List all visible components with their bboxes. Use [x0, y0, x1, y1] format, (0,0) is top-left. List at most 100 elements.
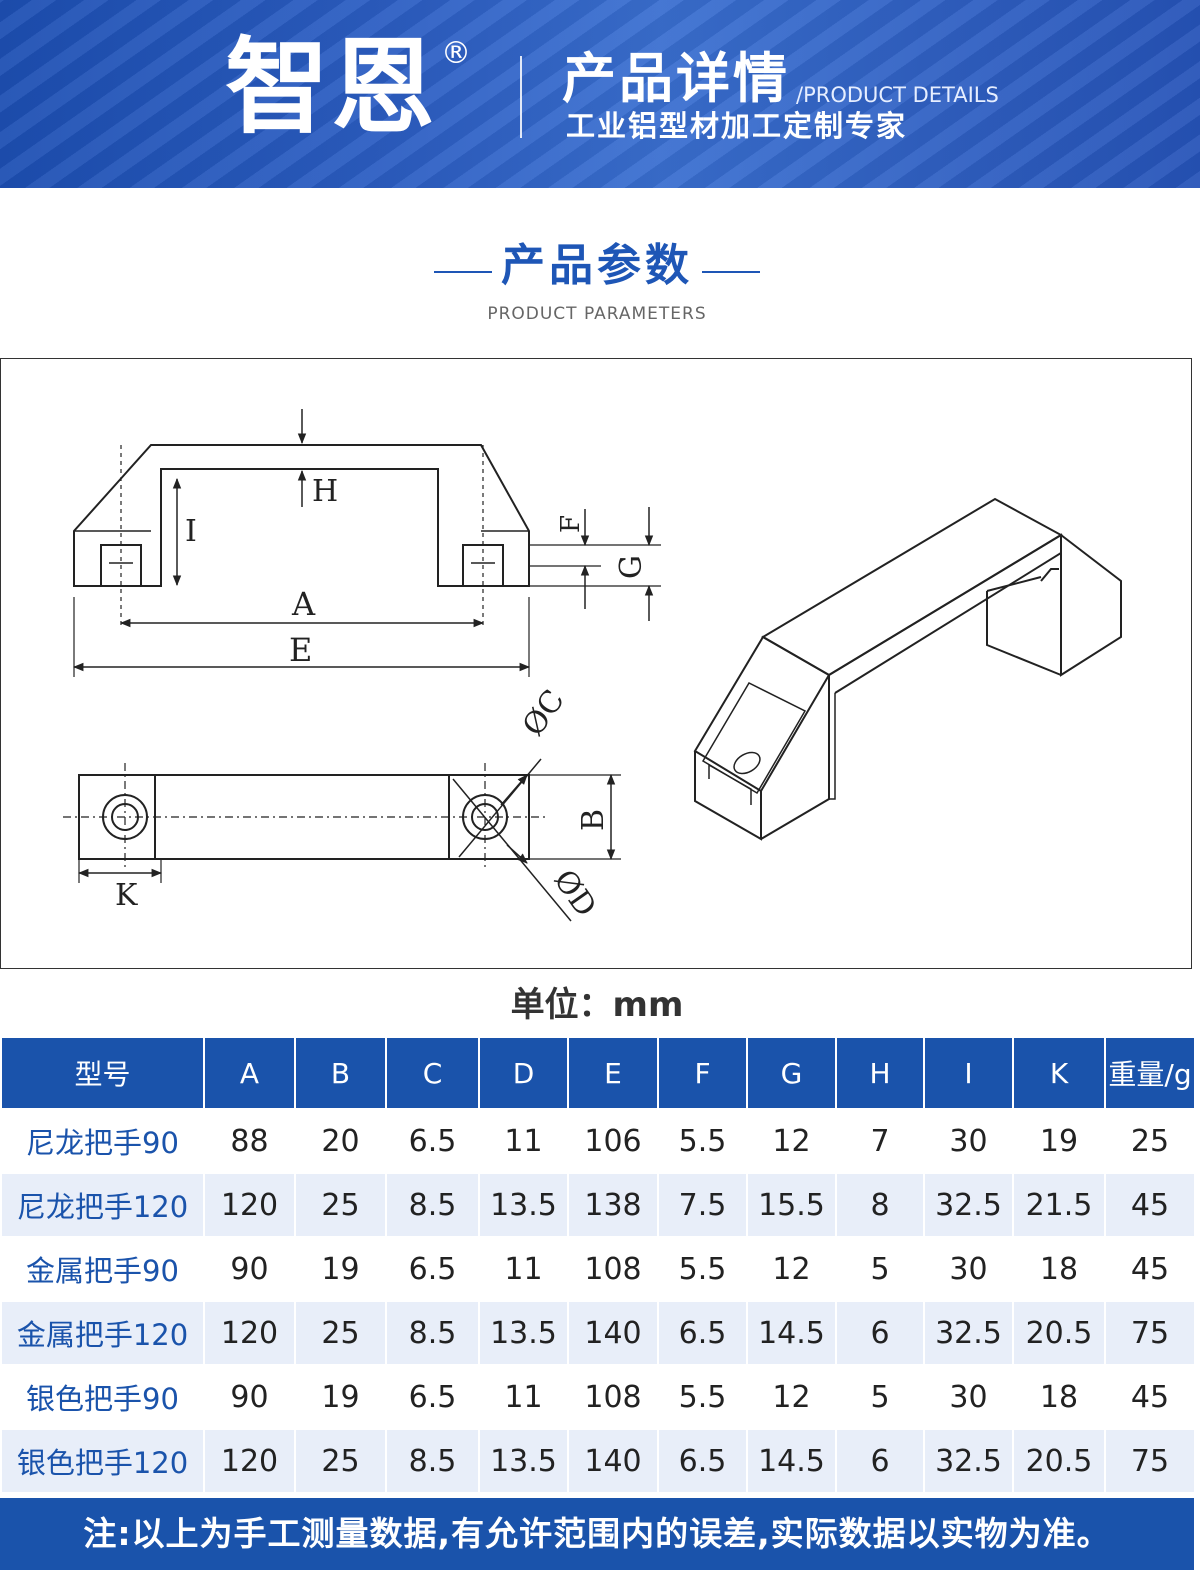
label-g: G — [614, 555, 649, 579]
cell-model: 银色把手120 — [0, 1428, 205, 1494]
cell: 5 — [835, 1364, 925, 1430]
cell: 5.5 — [657, 1364, 748, 1430]
table-row: 金属把手90 90 19 6.5 11 108 5.5 12 5 30 18 4… — [0, 1236, 1196, 1302]
cell-model: 银色把手90 — [0, 1364, 205, 1430]
section-title: 产品参数 — [501, 240, 693, 291]
cell: 20.5 — [1012, 1428, 1106, 1494]
cell: 20 — [294, 1108, 387, 1174]
cell: 14.5 — [746, 1300, 837, 1366]
cell: 120 — [203, 1428, 296, 1494]
brand-logo-text: 智恩 — [225, 26, 438, 148]
cell: 13.5 — [478, 1172, 569, 1238]
cell: 25 — [294, 1172, 387, 1238]
cell: 106 — [567, 1108, 659, 1174]
header-weight: 重量/g — [1104, 1036, 1196, 1110]
heading-line-right — [702, 271, 760, 273]
header-i: I — [923, 1036, 1014, 1110]
cell: 13.5 — [478, 1428, 569, 1494]
cell-model: 金属把手120 — [0, 1300, 205, 1366]
header-k: K — [1012, 1036, 1106, 1110]
label-e: E — [289, 631, 312, 669]
cell-model: 金属把手90 — [0, 1236, 205, 1302]
cell: 140 — [567, 1428, 659, 1494]
cell: 90 — [203, 1364, 296, 1430]
cell: 15.5 — [746, 1172, 837, 1238]
cell: 12 — [746, 1108, 837, 1174]
section-subtitle: PRODUCT PARAMETERS — [487, 304, 707, 324]
table-row: 银色把手90 90 19 6.5 11 108 5.5 12 5 30 18 4… — [0, 1364, 1196, 1430]
cell: 32.5 — [923, 1300, 1014, 1366]
label-c: ØC — [516, 684, 572, 743]
cell: 11 — [478, 1108, 569, 1174]
cell: 11 — [478, 1236, 569, 1302]
label-i: I — [185, 514, 197, 549]
label-d: ØD — [546, 864, 603, 924]
cell: 14.5 — [746, 1428, 837, 1494]
cell: 19 — [1012, 1108, 1106, 1174]
technical-drawing: H I A E F G — [0, 358, 1192, 969]
cell: 6.5 — [657, 1300, 748, 1366]
cell: 140 — [567, 1300, 659, 1366]
cell: 25 — [294, 1300, 387, 1366]
cell: 138 — [567, 1172, 659, 1238]
cell: 21.5 — [1012, 1172, 1106, 1238]
cell: 75 — [1104, 1300, 1196, 1366]
label-k: K — [115, 878, 138, 913]
cell: 8.5 — [385, 1172, 480, 1238]
header-model: 型号 — [0, 1036, 205, 1110]
cell: 45 — [1104, 1364, 1196, 1430]
cell: 45 — [1104, 1236, 1196, 1302]
cell: 6.5 — [385, 1364, 480, 1430]
footer-note: 注:以上为手工测量数据,有允许范围内的误差,实际数据以实物为准。 — [0, 1498, 1194, 1570]
spec-table: 型号 A B C D E F G H I K 重量/g 尼龙把手90 88 20… — [0, 1036, 1196, 1494]
cell: 8.5 — [385, 1428, 480, 1494]
unit-label: 单位：mm — [510, 985, 684, 1025]
cell: 7.5 — [657, 1172, 748, 1238]
header-a: A — [203, 1036, 296, 1110]
header-f: F — [657, 1036, 748, 1110]
cell: 7 — [835, 1108, 925, 1174]
header-banner: 智恩 ® 产品详情 /PRODUCT DETAILS 工业铝型材加工定制专家 — [0, 0, 1200, 188]
registered-mark: ® — [441, 36, 471, 71]
table-row: 银色把手120 120 25 8.5 13.5 140 6.5 14.5 6 3… — [0, 1428, 1196, 1494]
header-c: C — [385, 1036, 480, 1110]
label-h: H — [312, 474, 338, 509]
drawing-svg: H I A E F G — [63, 409, 1122, 924]
cell: 30 — [923, 1364, 1014, 1430]
banner-divider — [520, 56, 522, 138]
cell: 6 — [835, 1428, 925, 1494]
header-d: D — [478, 1036, 569, 1110]
table-row: 金属把手120 120 25 8.5 13.5 140 6.5 14.5 6 3… — [0, 1300, 1196, 1366]
label-a: A — [291, 585, 316, 623]
cell: 13.5 — [478, 1300, 569, 1366]
cell: 5 — [835, 1236, 925, 1302]
banner-texture — [0, 0, 1200, 188]
cell: 5.5 — [657, 1108, 748, 1174]
cell: 12 — [746, 1236, 837, 1302]
cell: 6.5 — [657, 1428, 748, 1494]
cell: 75 — [1104, 1428, 1196, 1494]
banner-tagline: 工业铝型材加工定制专家 — [566, 109, 908, 143]
cell: 19 — [294, 1236, 387, 1302]
heading-line-left — [434, 271, 492, 273]
table-row: 尼龙把手120 120 25 8.5 13.5 138 7.5 15.5 8 3… — [0, 1172, 1196, 1238]
header-g: G — [746, 1036, 837, 1110]
label-b: B — [576, 809, 611, 831]
cell: 32.5 — [923, 1172, 1014, 1238]
banner-title: 产品详情 — [562, 47, 790, 110]
cell: 25 — [294, 1428, 387, 1494]
cell: 18 — [1012, 1236, 1106, 1302]
cell: 11 — [478, 1364, 569, 1430]
cell-model: 尼龙把手90 — [0, 1108, 205, 1174]
cell: 108 — [567, 1364, 659, 1430]
isometric-view — [693, 497, 1122, 841]
cell: 45 — [1104, 1172, 1196, 1238]
header-h: H — [835, 1036, 925, 1110]
cell-model: 尼龙把手120 — [0, 1172, 205, 1238]
cell: 120 — [203, 1300, 296, 1366]
cell: 6.5 — [385, 1108, 480, 1174]
cell: 20.5 — [1012, 1300, 1106, 1366]
cell: 32.5 — [923, 1428, 1014, 1494]
table-header-row: 型号 A B C D E F G H I K 重量/g — [0, 1036, 1196, 1110]
cell: 6.5 — [385, 1236, 480, 1302]
